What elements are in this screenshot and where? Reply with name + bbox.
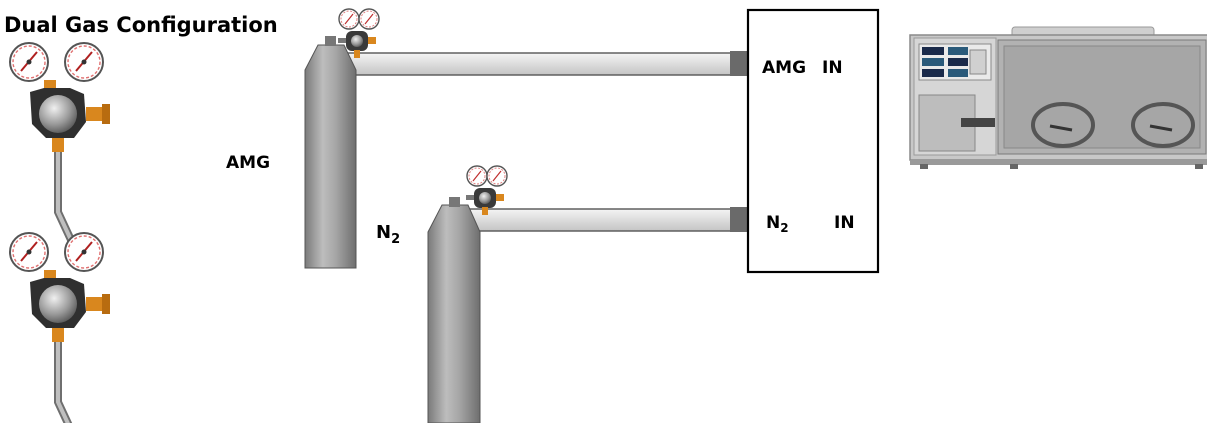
glovebox-icon [909, 26, 1207, 169]
regulator-icon-top [10, 43, 110, 240]
diagram-title: Dual Gas Configuration [4, 13, 278, 37]
regulator-icon-bottom [10, 233, 110, 423]
n2-supply-pipe [467, 207, 748, 232]
n2-regulator-icon [466, 166, 507, 215]
n2-cylinder-label: N2 [376, 222, 400, 247]
amg-supply-pipe [337, 51, 748, 76]
amg-cylinder-label: AMG [226, 153, 270, 173]
amg-inlet-label: AMG [762, 58, 806, 78]
n2-inlet-suffix: IN [834, 213, 855, 233]
amg-gas-cylinder [304, 36, 357, 269]
n2-gas-cylinder [427, 197, 481, 423]
amg-inlet-suffix: IN [822, 58, 843, 78]
gas-inlet-box [746, 8, 880, 274]
n2-inlet-label: N2 [766, 213, 789, 235]
